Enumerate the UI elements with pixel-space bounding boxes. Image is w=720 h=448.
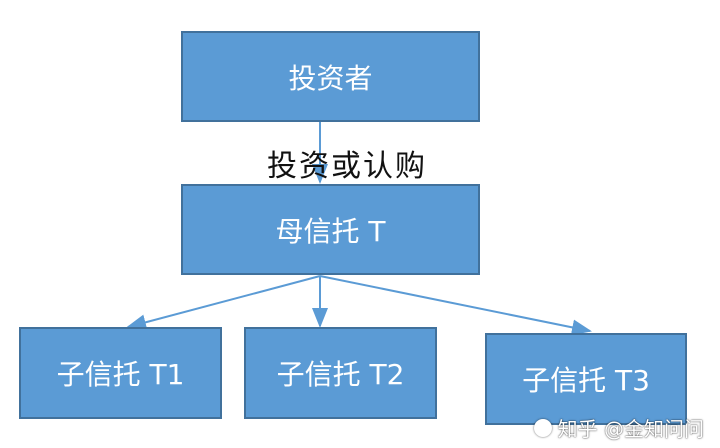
node-child-trust-2: 子信托 T2 bbox=[244, 327, 437, 419]
node-child-trust-3-label: 子信托 T3 bbox=[522, 364, 650, 397]
node-child-trust-3: 子信托 T3 bbox=[485, 333, 687, 425]
watermark: 知乎 @金知问问 bbox=[533, 413, 704, 442]
node-child-trust-1: 子信托 T1 bbox=[19, 327, 222, 419]
node-child-trust-2-label: 子信托 T2 bbox=[276, 358, 405, 391]
arrow-parent-to-child-3 bbox=[319, 275, 592, 336]
node-child-trust-1-label: 子信托 T1 bbox=[56, 358, 185, 391]
node-investor: 投资者 bbox=[181, 31, 480, 122]
node-investor-label: 投资者 bbox=[288, 61, 373, 95]
wechat-bubble-icon bbox=[533, 418, 552, 437]
node-parent-trust: 母信托 T bbox=[181, 184, 480, 275]
edge-label-invest-or-subscribe: 投资或认购 bbox=[267, 149, 427, 184]
arrow-parent-to-child-1 bbox=[126, 275, 321, 331]
watermark-text: 知乎 @金知问问 bbox=[557, 417, 704, 441]
node-parent-trust-label: 母信托 T bbox=[275, 214, 386, 248]
